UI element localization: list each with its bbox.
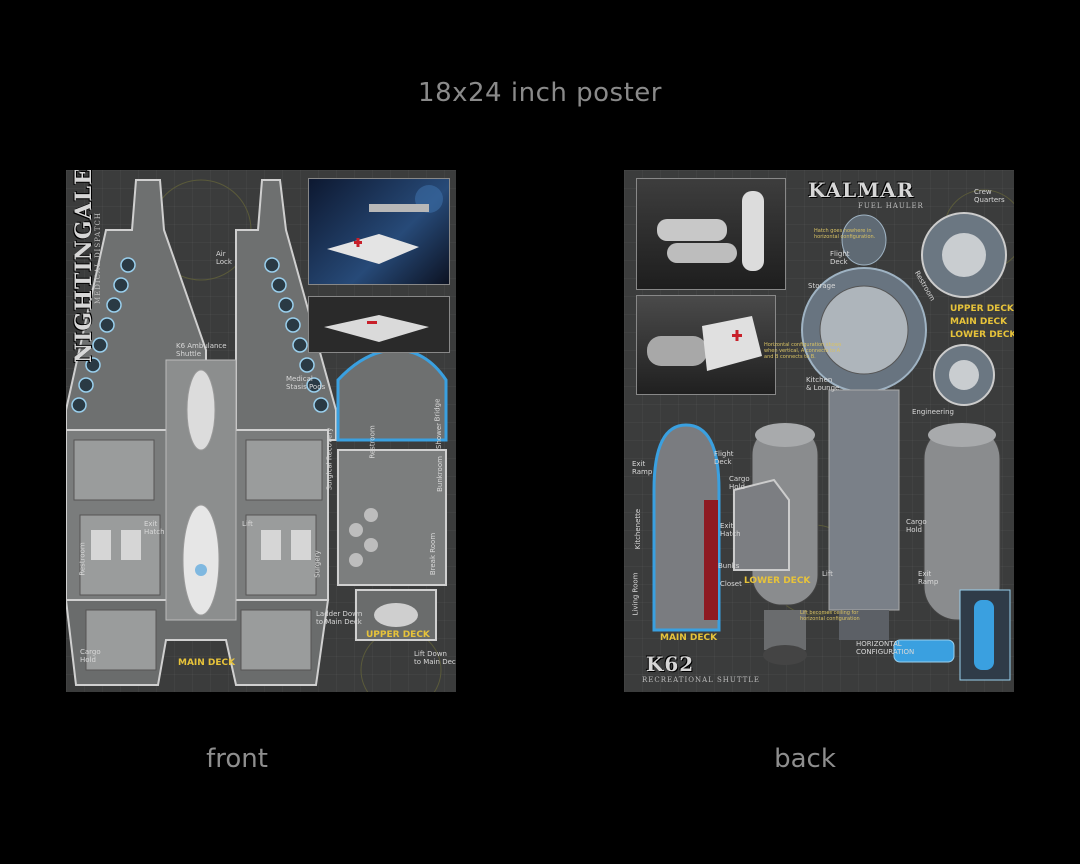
label-medical-stasis: Medical Stasis Pods	[286, 375, 326, 391]
label-lift-kalmar: Lift	[822, 570, 833, 578]
shuttle-render-graphic	[327, 185, 443, 264]
label-restroom-upper: Restroom	[368, 425, 377, 459]
caption-back: back	[774, 744, 836, 774]
label-restroom: Restroom	[78, 542, 87, 576]
label-flight-deck-k62: Flight Deck	[714, 450, 734, 466]
label-kitchen-lounge: Kitchen & Lounge	[806, 376, 840, 392]
k62-subtitle: RECREATIONAL SHUTTLE	[642, 676, 761, 684]
label-surgery: Surgery	[313, 550, 322, 578]
k62-title: K62	[646, 652, 695, 676]
label-kalmar-exit-ramp: Exit Ramp	[918, 570, 939, 586]
kalmar-render-image-bottom	[636, 295, 776, 395]
label-bridge: Bridge	[433, 398, 442, 422]
kalmar-render-graphic	[657, 191, 764, 271]
poster-heading: 18x24 inch poster	[418, 78, 662, 108]
label-surgical-recovery: Surgical Recovery	[325, 427, 334, 491]
label-k6-ambulance: K6 Ambulance Shuttle	[176, 342, 227, 358]
nightingale-subtitle: MEDICAL DISPATCH	[94, 212, 102, 304]
deck-label-main-k62: MAIN DECK	[660, 633, 718, 643]
kalmar-render-image-top	[636, 178, 786, 290]
label-crew-quarters: Crew Quarters	[974, 188, 1005, 204]
label-closet: Closet	[720, 580, 742, 588]
deck-label-upper: UPPER DECK	[366, 630, 430, 640]
label-lift-note: Lift becomes ceiling for horizontal conf…	[800, 610, 860, 622]
label-lift-down: Lift Down to Main Deck	[414, 650, 456, 666]
label-shower: Shower	[435, 422, 444, 450]
ambulance-render-graphic	[324, 315, 429, 342]
label-exit-ramp-k62: Exit Ramp	[632, 460, 653, 476]
label-bunks: Bunks	[718, 562, 740, 570]
label-living-room: Living Room	[631, 572, 640, 616]
label-horizontal-config: HORIZONTAL CONFIGURATION	[856, 640, 915, 656]
nightingale-ship-plan	[66, 179, 448, 692]
label-cargo-hold-k62: Cargo Hold	[729, 475, 750, 491]
label-ladder-down: Ladder Down to Main Deck	[316, 610, 363, 626]
label-hatch-note: Hatch goes nowhere in horizontal configu…	[814, 228, 876, 240]
label-air-lock: Air Lock	[216, 250, 232, 266]
kalmar-docked-graphic	[647, 316, 762, 371]
kalmar-subtitle: FUEL HAULER	[858, 202, 924, 210]
deck-label-lower-kalmar: LOWER DECK	[950, 330, 1014, 340]
shuttle-render-image-large	[308, 178, 450, 285]
front-poster: NIGHTINGALE MEDICAL DISPATCH Air Lock K6…	[66, 170, 456, 692]
label-engineering: Engineering	[912, 408, 954, 416]
label-cargo-hold: Cargo Hold	[80, 648, 101, 664]
label-kitchenette: Kitchenette	[634, 508, 643, 550]
caption-front: front	[206, 744, 268, 774]
deck-label-upper-kalmar: UPPER DECK	[950, 304, 1014, 314]
label-flight-deck: Flight Deck	[830, 250, 850, 266]
label-horiz-note: Horizontal configuration shows when vert…	[764, 342, 842, 360]
label-kalmar-cargo-hold: Cargo Hold	[906, 518, 927, 534]
label-storage: Storage	[808, 282, 836, 290]
back-poster: KALMAR FUEL HAULER K62 RECREATIONAL SHUT…	[624, 170, 1014, 692]
label-lift: Lift	[242, 520, 253, 528]
label-exit-hatch-k62: Exit Hatch	[720, 522, 741, 538]
deck-label-main-kalmar: MAIN DECK	[950, 317, 1008, 327]
kalmar-title: KALMAR	[808, 178, 915, 202]
label-break-room: Break Room	[429, 532, 438, 576]
label-exit-hatch: Exit Hatch	[144, 520, 165, 536]
deck-label-lower-k62: LOWER DECK	[744, 576, 811, 586]
label-bunkroom: Bunkroom	[435, 456, 444, 492]
shuttle-render-image-small	[308, 296, 450, 353]
deck-label-main: MAIN DECK	[178, 658, 236, 668]
kalmar-ship-plan	[652, 189, 1014, 681]
